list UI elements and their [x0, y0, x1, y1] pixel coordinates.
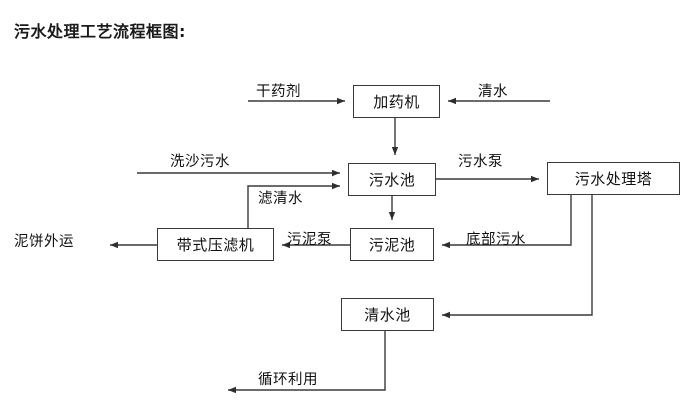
label-filtered-water: 滤清水	[258, 191, 303, 207]
node-clearwater-pool[interactable]: 清水池	[341, 298, 434, 331]
flow-tower-to-clearwater	[442, 195, 593, 319]
label-mud-cake-outbound: 泥饼外运	[14, 234, 74, 250]
node-treatment-tower[interactable]: 污水处理塔	[547, 162, 680, 195]
label-sludge-pump: 污泥泵	[287, 232, 332, 248]
node-dosing-machine[interactable]: 加药机	[353, 85, 440, 118]
node-label: 污泥池	[368, 236, 416, 254]
label-bottom-sewage: 底部污水	[466, 232, 526, 248]
node-sludge-pool[interactable]: 污泥池	[350, 228, 434, 261]
label-clean-water-input: 清水	[478, 84, 508, 100]
page-title: 污水处理工艺流程框图:	[14, 22, 186, 41]
flow-tower-to-sludge-pool	[442, 195, 572, 249]
node-label: 清水池	[364, 306, 411, 324]
node-label: 带式压滤机	[176, 236, 255, 254]
flow-clearwater-to-recycle	[228, 331, 386, 394]
node-sewage-pool[interactable]: 污水池	[348, 163, 436, 196]
label-sewage-pump: 污水泵	[458, 154, 503, 170]
node-label: 加药机	[373, 93, 420, 111]
node-label: 污水处理塔	[574, 170, 653, 188]
label-sand-wash-sewage: 洗沙污水	[170, 154, 230, 170]
label-dry-reagent: 干药剂	[256, 84, 301, 100]
label-recycle-use: 循环利用	[258, 372, 318, 388]
node-belt-filter-press[interactable]: 带式压滤机	[157, 228, 274, 261]
node-label: 污水池	[368, 171, 416, 189]
flow-filtered-to-sewage-pool	[247, 182, 340, 228]
